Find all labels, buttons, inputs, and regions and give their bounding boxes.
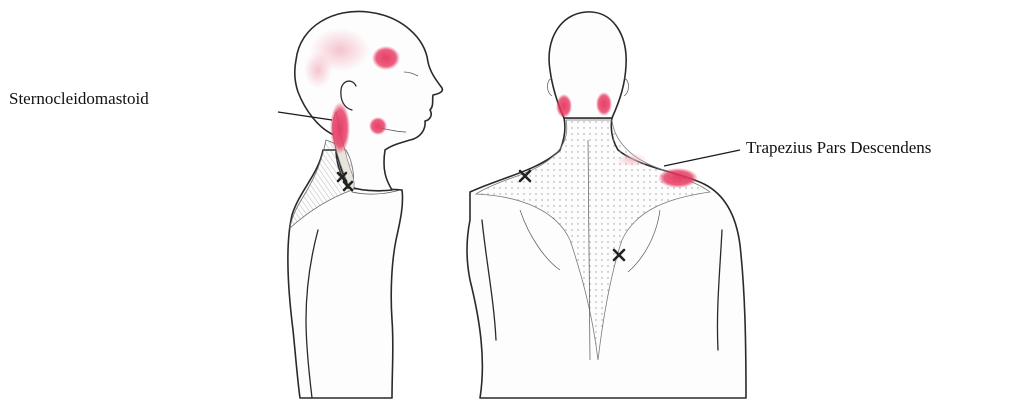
pain-zone-shoulder-light [616, 153, 648, 167]
pain-zone-occiput-side [330, 102, 350, 154]
pain-zone-cheek [369, 117, 387, 135]
speckle-head-back [304, 52, 332, 88]
pain-zone-forehead [372, 46, 400, 70]
pain-zone-shoulder [658, 168, 698, 188]
pain-zone-occiput-right [596, 92, 612, 116]
pain-zone-occiput-left [556, 94, 572, 118]
trapezius-pointer-line [664, 150, 740, 166]
side-view-figure [288, 11, 443, 398]
back-view-figure [467, 12, 746, 398]
